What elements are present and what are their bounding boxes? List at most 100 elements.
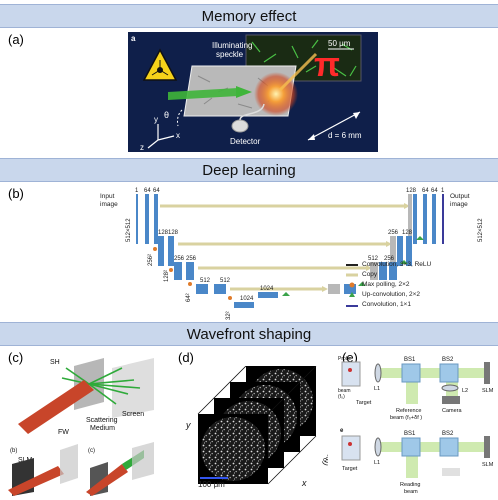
panel-label-c: (c) <box>8 350 24 365</box>
section-banner-wavefront: Wavefront shaping <box>0 322 498 346</box>
channel-label: 1 <box>135 188 139 194</box>
channel-label: 256 <box>384 256 395 262</box>
probe-label-2: beam <box>338 388 351 394</box>
axis-z: z <box>140 143 144 152</box>
illuminating-label: Illuminating <box>212 41 252 50</box>
feature-map <box>196 284 208 294</box>
feature-map <box>423 194 427 244</box>
legend-item: Max polling, 2×2 <box>362 281 410 288</box>
channel-label: 1 <box>441 188 445 194</box>
legend-swatch-upconv <box>349 292 355 297</box>
channel-label: 256 <box>388 230 399 236</box>
screen <box>132 442 154 480</box>
beam-path <box>378 368 488 378</box>
input-label: Input <box>100 193 115 200</box>
copied-map <box>370 262 378 280</box>
section-banner-memory: Memory effect <box>0 4 498 28</box>
panel-label-a: (a) <box>8 32 24 47</box>
feature-map <box>168 236 174 266</box>
channel-label: 512 <box>368 256 379 262</box>
panel-label-d: (d) <box>178 350 194 365</box>
section-title: Deep learning <box>202 161 296 179</box>
beam-splitter <box>439 363 459 383</box>
speckle-scale: 50 μm <box>328 39 351 48</box>
detector-label: Detector <box>230 137 261 146</box>
theta-label: θ <box>164 110 169 120</box>
bs2-label: BS2 <box>442 357 454 363</box>
bs1-label: BS1 <box>404 431 416 437</box>
axis-x: x <box>301 478 307 488</box>
corner-label: a <box>131 34 136 43</box>
channel-label: 64 <box>153 188 160 194</box>
feature-map <box>174 262 182 280</box>
feature-map <box>379 262 387 280</box>
feature-map <box>406 236 412 266</box>
channel-label: 128 <box>402 230 413 236</box>
thickness-arrow <box>307 111 361 141</box>
probe-label-3: (f₀) <box>338 394 345 400</box>
copied-map <box>390 236 396 266</box>
sh-label: SH <box>50 359 60 366</box>
channel-label: 128 <box>406 188 417 194</box>
panel-label-e: (e) <box>342 350 358 365</box>
memory-effect-figure: π 50 μm a Illuminating speckle Detector … <box>128 32 378 152</box>
beam-splitter <box>401 363 421 383</box>
slm-label: SLM <box>482 388 494 394</box>
input-label-2: image <box>100 201 118 208</box>
output-map <box>442 194 444 244</box>
bs1-label: BS1 <box>404 357 416 363</box>
speckle-stack-figure: y x (θx, θy) <box>185 366 328 488</box>
probe-label: Probe <box>338 356 352 362</box>
scale-bar-label: 100 μm <box>198 480 225 489</box>
channel-label: 512 <box>220 278 231 284</box>
size-label: 512×512 <box>478 218 484 242</box>
channel-label: 64 <box>144 188 151 194</box>
feature-map <box>186 262 194 280</box>
output-label-2: image <box>450 201 468 208</box>
fw-label: FW <box>58 429 69 436</box>
legend-swatch-pool <box>349 282 355 288</box>
l2-label: L2 <box>462 388 468 394</box>
beam-path <box>378 442 488 452</box>
copied-map <box>408 194 412 244</box>
slm-label: SLM <box>482 462 494 468</box>
feature-map <box>389 262 397 280</box>
channel-label: 64 <box>431 188 438 194</box>
max-pool-marker <box>228 296 232 300</box>
lens <box>374 363 382 383</box>
laser-beam <box>168 88 238 100</box>
legend-item: Convolution, 1×1 <box>362 301 411 308</box>
up-conv-marker <box>358 282 366 286</box>
target-label: Target <box>356 400 372 406</box>
beam-splitter <box>439 437 459 457</box>
size-label: 256² <box>148 254 154 266</box>
channel-label: 256 <box>174 256 185 262</box>
pi-symbol: π <box>314 46 340 84</box>
sub-b-label: (b) <box>10 448 17 454</box>
camera-icon <box>442 396 460 404</box>
channel-label: 128 <box>168 230 179 236</box>
size-label: 512×512 <box>126 218 132 242</box>
beam-arrow <box>236 86 252 98</box>
legend-item: Convolution, 3×3, ReLU <box>362 261 432 268</box>
copied-map <box>328 284 340 294</box>
section-title: Wavefront shaping <box>186 325 312 343</box>
screen-label: Screen <box>122 411 144 418</box>
target-medium <box>341 435 361 461</box>
feature-map <box>413 194 417 244</box>
target-medium <box>341 361 361 387</box>
holography-setup-figure: BS1 BS2 Probe beam (f₀) L1 Target Refere… <box>338 356 494 495</box>
camera-icon <box>442 468 460 476</box>
feature-map <box>432 194 436 244</box>
detector-icon <box>231 119 249 133</box>
feature-map <box>234 302 254 308</box>
reference-label-2: beam (f₀+δf ) <box>390 415 422 421</box>
channel-label: 128 <box>158 230 169 236</box>
up-conv-marker <box>416 236 424 240</box>
output-label: Output <box>450 193 470 200</box>
fundamental-beam <box>18 380 94 434</box>
channel-label: 1024 <box>240 296 254 302</box>
subpanel-letter: e <box>340 428 344 434</box>
section-title: Memory effect <box>201 7 297 25</box>
up-conv-marker <box>400 260 408 264</box>
